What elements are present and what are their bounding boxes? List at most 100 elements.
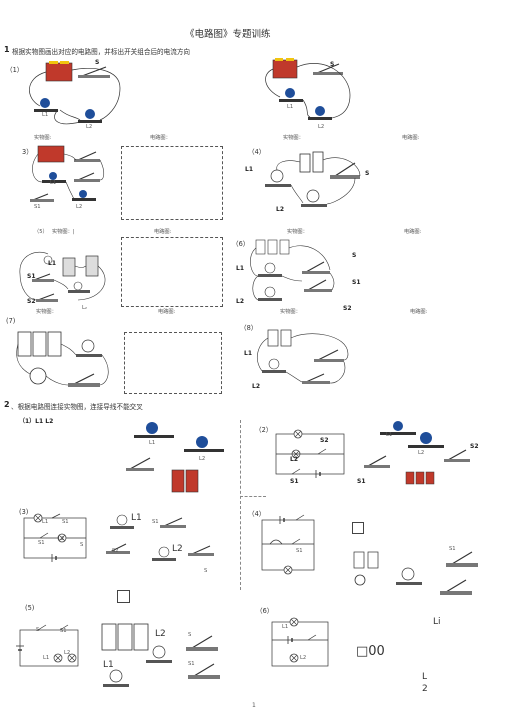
switch-symbol-icon (37, 624, 47, 631)
label-s: S (204, 568, 208, 574)
bulb-base-icon (68, 290, 90, 293)
q2-problem-2-label: （2） (255, 426, 273, 434)
label-l2: L2 (318, 124, 325, 130)
bulb-base-icon (258, 298, 282, 301)
label-l1: L1 (386, 432, 393, 438)
caption-real: 实物图： (280, 309, 301, 315)
bulb-icon (79, 190, 87, 198)
bulb-base-icon (34, 109, 58, 112)
bulb-icon (306, 189, 320, 203)
switch-base-icon (444, 459, 470, 462)
bulb-icon (40, 98, 50, 108)
switch-icon (109, 543, 127, 553)
switch-base-icon (188, 675, 220, 679)
label-s2: S2 (320, 437, 329, 444)
wires-icon (276, 157, 361, 205)
label-s1: S1 (60, 628, 67, 634)
divider (240, 420, 241, 590)
switch-base-icon (440, 591, 472, 595)
label-l1: L1 (149, 440, 156, 446)
problem-8-label: （8） (240, 324, 258, 332)
battery-icon (279, 239, 290, 255)
battery-icon (425, 471, 435, 485)
bulb-icon (420, 432, 432, 444)
lamp-symbol-icon (290, 618, 298, 626)
bulb-icon (49, 172, 57, 180)
label-l2: L2 (276, 206, 284, 213)
bulb-base-icon (42, 180, 66, 183)
switch-symbol-icon (307, 634, 317, 641)
battery-icon (280, 329, 292, 347)
switch-symbol-icon (59, 624, 69, 631)
bulb-icon (109, 669, 123, 683)
bulb-icon (196, 436, 208, 448)
bulb-icon (43, 255, 53, 265)
label-s1: S1 (188, 661, 195, 667)
lamp-symbol-icon (34, 514, 42, 522)
bulb-base-icon (72, 198, 96, 201)
bulb-icon (73, 281, 83, 291)
answer-box-7[interactable] (124, 332, 222, 394)
battery-icon (37, 145, 65, 163)
switch-symbol-icon (291, 538, 301, 545)
switch-base-icon (186, 647, 218, 651)
caption-real: 实物图： (287, 229, 308, 235)
lamp-symbol-icon (68, 654, 76, 662)
wires-icon (16, 343, 109, 386)
battery-icon (267, 239, 278, 255)
problem-1-label: （1） (6, 66, 24, 74)
switch-base-icon (446, 563, 478, 567)
switch-base-icon (302, 381, 330, 384)
bulb-base-icon (301, 204, 327, 207)
battery-icon (85, 255, 99, 277)
placeholder-square (117, 590, 130, 603)
switch-base-icon (314, 359, 344, 362)
label-s: S (352, 252, 357, 259)
label-l2: L2 (64, 650, 71, 656)
label-l2: L2 (290, 456, 298, 463)
label-l2: L2 (58, 536, 65, 542)
label-s1: S1 (27, 273, 36, 280)
q2-figure-4 (261, 514, 478, 595)
bulb-icon (116, 514, 128, 526)
figure-4-real (265, 151, 361, 207)
label-s1: S1 (290, 478, 299, 485)
bulb-base-icon (258, 274, 282, 277)
switch-base-icon (106, 551, 130, 554)
switch-icon (77, 172, 95, 181)
q2-problem-3-label: (3) (19, 508, 29, 516)
figure-1-real (29, 61, 121, 125)
answer-box-3[interactable] (121, 146, 223, 220)
label-l2: L2 (300, 655, 307, 661)
battery-icon (255, 239, 266, 255)
label-s: S (188, 632, 192, 638)
switch-base-icon (330, 175, 360, 179)
label-l2: L2 (76, 204, 83, 210)
circuit-diagram (19, 629, 79, 667)
label-l2: L2 (172, 544, 183, 554)
answer-box-5[interactable] (121, 237, 223, 307)
bulb-base-icon (184, 449, 224, 452)
label-l1: L1 (42, 112, 49, 118)
switch-symbol-icon (39, 532, 49, 539)
bulb-icon (158, 546, 170, 558)
battery-cap-icon (275, 58, 283, 61)
caption-circuit: 电路图: (154, 229, 172, 235)
switch-base-icon (30, 199, 54, 202)
battery-icon (32, 331, 47, 357)
q2-figure-1 (126, 422, 224, 493)
switch-icon (129, 457, 151, 470)
battery-icon (405, 471, 415, 485)
bulb-base-icon (152, 558, 176, 561)
label-l2: L2 (86, 124, 93, 130)
bulb-base-icon (265, 184, 291, 187)
battery-icon (185, 469, 199, 493)
switch-base-icon (364, 465, 390, 468)
label-s2: S2 (27, 298, 36, 305)
circuit-diagram (271, 621, 329, 667)
battery-icon (62, 257, 76, 277)
switch-base-icon (78, 75, 110, 78)
switch-icon (367, 455, 387, 467)
question-2-heading: 、根据电路图连接实物图，连接导线不能交叉 (11, 403, 143, 411)
label-l2: L2 (199, 456, 206, 462)
